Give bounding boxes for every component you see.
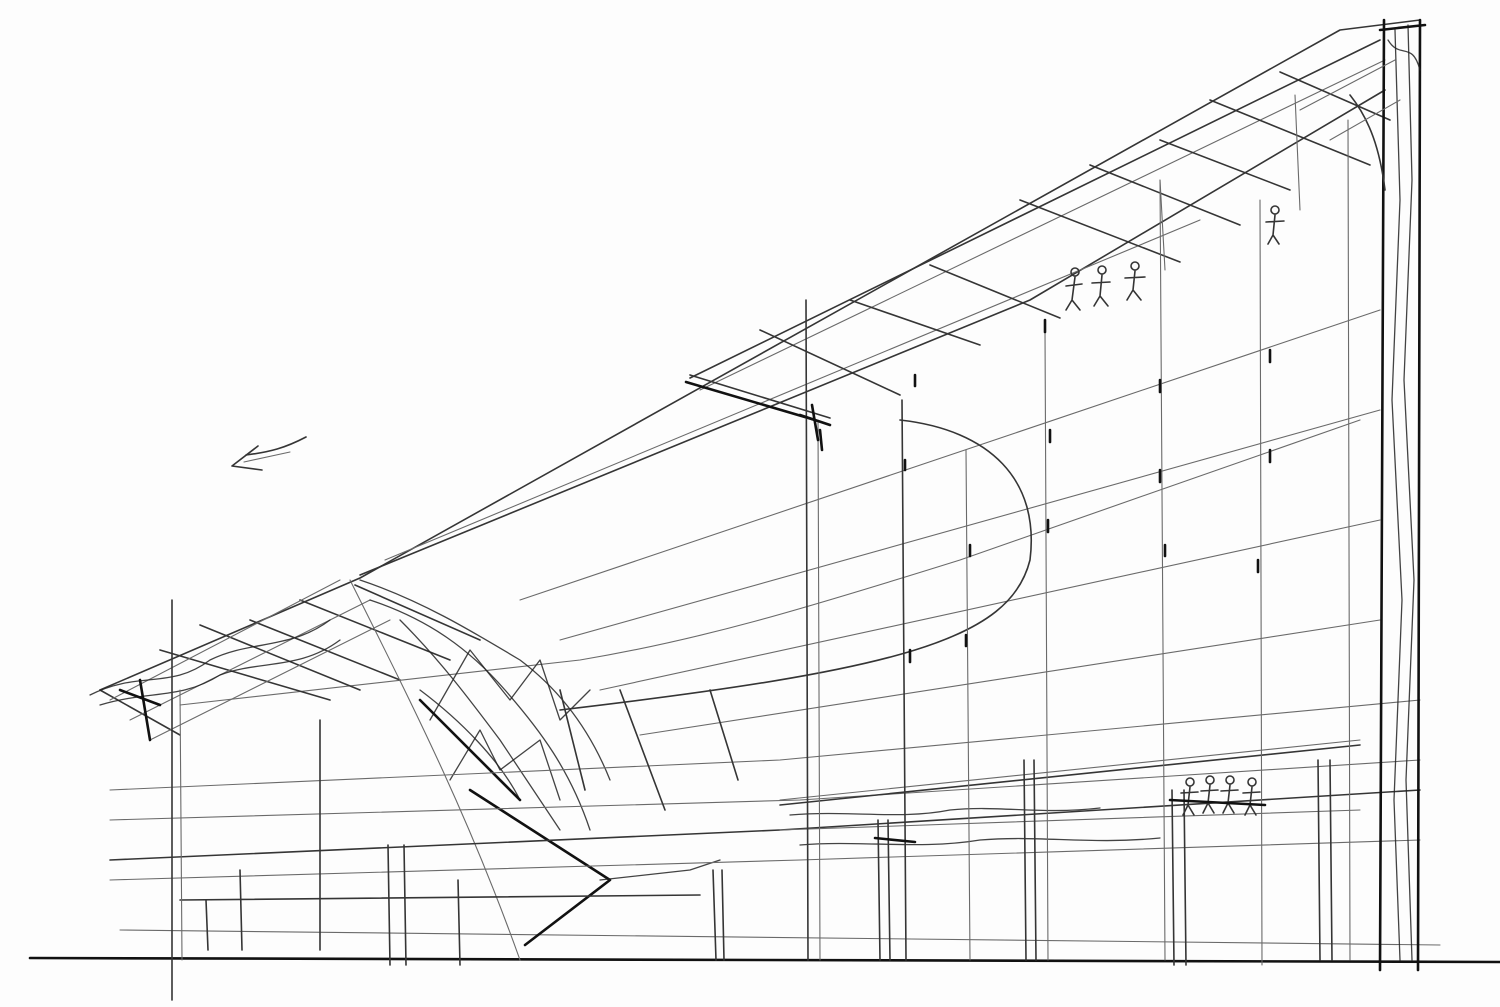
arrow-left-icon	[231, 436, 307, 471]
roof-outline	[99, 19, 1421, 736]
upper-roof-beams	[684, 71, 1391, 422]
floor-lines	[109, 699, 1421, 901]
person-figure-icon	[1065, 261, 1146, 311]
curved-arch	[559, 419, 1032, 711]
person-figure-icon	[1265, 205, 1285, 245]
wall-marks	[818, 318, 1272, 664]
ground-line	[28, 929, 1500, 964]
lower-roof-grid	[89, 579, 481, 741]
column-nodes	[118, 23, 1427, 844]
hanging-rods	[559, 94, 1301, 811]
person-figure-icon	[1180, 775, 1261, 816]
scribbled-shell	[349, 579, 721, 961]
columns	[171, 119, 1351, 1001]
right-pylon	[1299, 18, 1422, 972]
